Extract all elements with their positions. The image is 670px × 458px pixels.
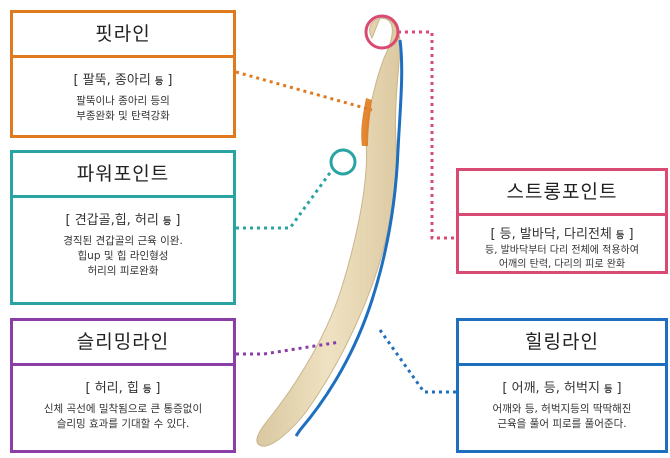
fit-line-title: 핏라인 — [95, 23, 151, 45]
heal-connector — [378, 329, 456, 394]
fit-line-areas: [ 팔뚝, 종아리 등 ] — [73, 73, 173, 88]
strong-point-title: 스트롱포인트 — [506, 181, 618, 203]
slimming-line-divider — [13, 363, 233, 366]
slimming-line-areas: [ 허리, 힙 등 ] — [85, 381, 161, 396]
stretch-connector — [398, 30, 456, 240]
healing-line-box: 힐링라인 [ 어깨, 등, 허벅지 등 ] 어깨와 등, 허벅지등의 딱딱해진 … — [456, 318, 668, 453]
slimming-line-description: 신체 곡선에 밀착됨으로 큰 통증없이 슬리밍 효과를 기대할 수 있다. — [43, 403, 203, 430]
power-point-description: 경직된 견갑골의 근육 이완. 힙up 및 힙 라인형성 허리의 피로완화 — [63, 235, 183, 277]
fit-line-box: 핏라인 [ 팔뚝, 종아리 등 ] 팔뚝이나 종아리 등의 부종완화 및 탄력강… — [10, 10, 236, 138]
slimming-line-title: 슬리밍라인 — [76, 331, 170, 353]
fit-line-highlight — [361, 98, 372, 146]
healing-line-title: 힐링라인 — [525, 331, 599, 353]
fit-connector — [235, 70, 373, 112]
wooden-tool-body — [256, 17, 401, 447]
power-connector — [236, 169, 334, 230]
healing-line-areas: [ 어깨, 등, 허벅지 등 ] — [502, 381, 622, 396]
power-point-circle — [329, 148, 357, 176]
power-point-divider — [13, 195, 233, 198]
healing-line-description: 어깨와 등, 허벅지등의 딱딱해진 근육을 풀어 피로를 풀어준다. — [492, 403, 632, 430]
fit-line-divider — [13, 55, 233, 58]
strong-point-areas: [ 등, 발바닥, 다리전체 등 ] — [490, 227, 634, 242]
power-point-title: 파워포인트 — [76, 163, 170, 185]
healing-line-divider — [459, 363, 665, 366]
slim-connector — [236, 340, 341, 356]
fit-line-description: 팔뚝이나 종아리 등의 부종완화 및 탄력강화 — [76, 95, 170, 122]
strong-point-description: 등, 발바닥부터 다리 전체에 적용하여 어깨의 탄력, 다리의 피로 완화 — [485, 245, 639, 270]
slimming-line-box: 슬리밍라인 [ 허리, 힙 등 ] 신체 곡선에 밀착됨으로 큰 통증없이 슬리… — [10, 318, 236, 453]
strong-point-divider — [459, 213, 665, 216]
healing-line-stroke — [294, 39, 404, 437]
power-point-box: 파워포인트 [ 견갑골,힙, 허리 등 ] 경직된 견갑골의 근육 이완. 힙u… — [10, 150, 236, 305]
strong-point-box: 스트롱포인트 [ 등, 발바닥, 다리전체 등 ] 등, 발바닥부터 다리 전체… — [456, 168, 668, 274]
power-point-areas: [ 견갑골,힙, 허리 등 ] — [65, 213, 181, 228]
